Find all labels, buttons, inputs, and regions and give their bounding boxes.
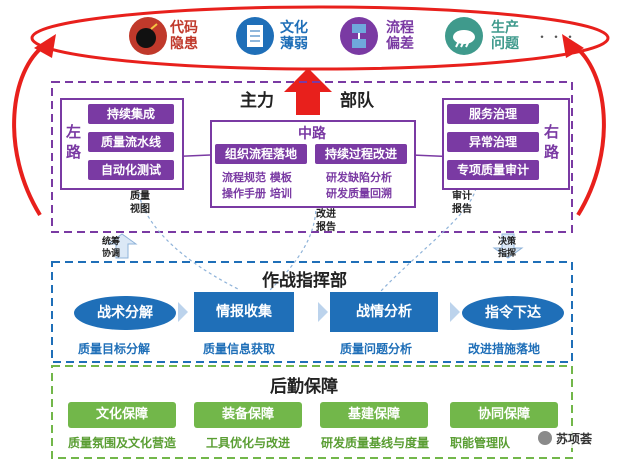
risk-ellipse [30, 5, 610, 71]
step-tactic: 战术分解 [74, 296, 176, 330]
main-force-title-left: 主力 [240, 91, 274, 111]
logistics-caption-collaboration: 职能管理队 [450, 436, 511, 450]
middle-right-header: 持续过程改进 [315, 144, 407, 164]
middle-route-label: 中路 [298, 126, 326, 142]
decision-down-arrow [492, 233, 524, 259]
caption-command: 改进措施落地 [468, 342, 541, 356]
risk-ellipsis: ・・・ [536, 30, 579, 44]
logistics-frame [51, 365, 573, 459]
note-quality-view: 质量 视图 [130, 191, 150, 215]
risk-label-1: 代码隐患 [170, 20, 198, 52]
audit-report-line [379, 187, 477, 293]
step-chevron-2 [318, 302, 328, 322]
middle-route-box [210, 120, 416, 208]
left-arrow-head [34, 34, 56, 58]
logistics-caption-infrastructure: 研发质量基线与度量 [320, 436, 429, 450]
cloud-icon [453, 30, 475, 48]
risk-label-2: 文化薄弱 [280, 20, 308, 52]
right-item-audit: 专项质量审计 [447, 160, 539, 180]
step-chevron-1 [178, 302, 188, 322]
left-route-label: 左路 [66, 123, 82, 161]
left-item-pipeline: 质量流水线 [88, 132, 174, 152]
logistics-title: 后勤保障 [270, 377, 338, 397]
right-item-service: 服务治理 [447, 104, 539, 124]
middle-left-lines: 流程规范 模板操作手册 培训 [222, 171, 292, 200]
flow-icon [352, 24, 366, 48]
logistics-infrastructure: 基建保障 [320, 402, 428, 428]
watermark-text: 苏项荟 [556, 432, 593, 446]
middle-right-lines: 研发缺陷分析研发质量回溯 [326, 171, 392, 200]
main-force-frame [51, 81, 573, 233]
command-frame [51, 261, 573, 363]
right-item-exception: 异常治理 [447, 132, 539, 152]
logistics-caption-equipment: 工具优化与改进 [205, 436, 290, 450]
note-audit-report: 审计 报告 [452, 191, 472, 215]
note-coordinate: 统筹 协调 [102, 237, 121, 259]
watermark-bg [534, 428, 612, 448]
improve-report-line [269, 204, 317, 291]
logistics-caption-culture: 质量氛围及文化营造 [67, 436, 176, 450]
step-chevron-3 [450, 302, 460, 322]
left-curved-arrow [12, 43, 47, 217]
bomb-icon [136, 23, 158, 48]
risk-icon-bg-1 [129, 17, 167, 55]
document-icon [247, 25, 263, 47]
quality-view-line [137, 187, 241, 291]
note-improve-report: 改进 报告 [316, 209, 336, 233]
main-force-title-right: 部队 [340, 91, 374, 111]
risk-label-3: 流程偏差 [386, 20, 414, 52]
logistics-culture: 文化保障 [68, 402, 176, 428]
right-route-label: 右路 [544, 123, 560, 161]
caption-analysis: 质量问题分析 [340, 342, 413, 356]
caption-intel: 质量信息获取 [203, 342, 276, 356]
caption-tactic: 质量目标分解 [78, 342, 151, 356]
risk-icon-bg-4 [445, 17, 483, 55]
logistics-collaboration: 协同保障 [450, 402, 558, 428]
risk-label-4: 生产问题 [491, 20, 519, 52]
central-up-arrow [284, 68, 332, 115]
logistics-equipment: 装备保障 [194, 402, 302, 428]
right-arrow-head [562, 34, 584, 58]
left-item-ci: 持续集成 [88, 104, 174, 124]
left-item-autotest: 自动化测试 [88, 160, 174, 180]
middle-left-header: 组织流程落地 [215, 144, 307, 164]
coordinate-up-arrow [106, 233, 138, 259]
command-title: 作战指挥部 [262, 271, 347, 291]
step-analysis: 战情分析 [330, 292, 438, 332]
step-intel: 情报收集 [194, 292, 294, 332]
risk-icon-bg-2 [236, 17, 274, 55]
step-command: 指令下达 [462, 296, 564, 330]
risk-icon-bg-3 [340, 17, 378, 55]
note-decision: 决策 指挥 [498, 237, 517, 259]
right-curved-arrow [571, 43, 606, 217]
wechat-icon [538, 431, 552, 445]
